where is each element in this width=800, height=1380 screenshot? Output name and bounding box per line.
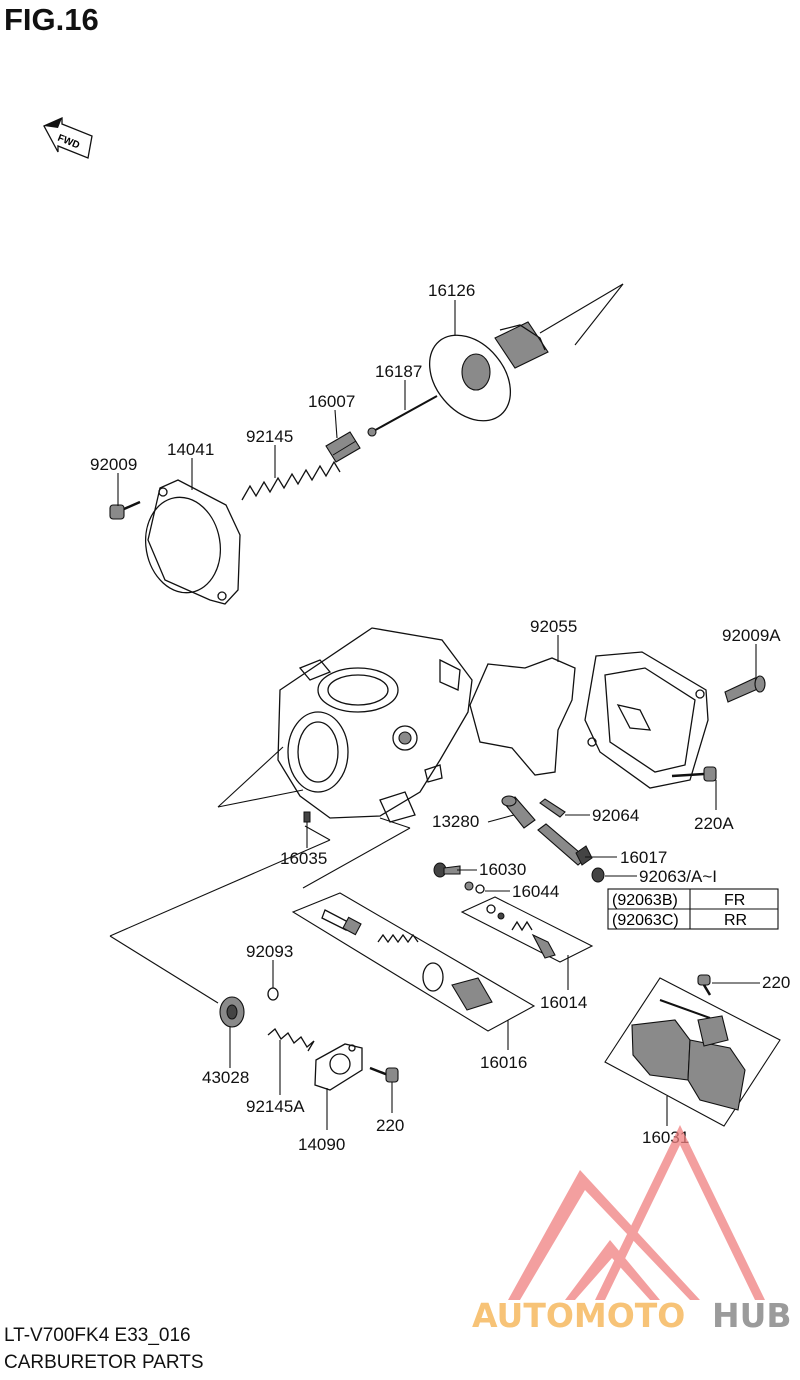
needle-holder-part [325, 431, 361, 463]
float-bowl-part [584, 651, 709, 789]
label-92009a: 92009A [722, 626, 781, 645]
label-leaders [117, 300, 760, 1130]
float-part [604, 977, 781, 1127]
label-13280: 13280 [432, 812, 479, 831]
label-92063: 92063/A~I [639, 867, 717, 886]
small-spring-part [267, 1028, 315, 1052]
jet-needle-part [367, 395, 438, 437]
carburetor-body-part [277, 627, 473, 823]
washer-part [464, 881, 485, 894]
float-valve-kit-part [460, 896, 594, 963]
label-220-right: 220 [762, 973, 790, 992]
adjust-screw-part [433, 862, 461, 878]
float-screw-part [697, 974, 712, 996]
label-16126: 16126 [428, 281, 475, 300]
slide-spring-part [241, 460, 341, 501]
plug-part [303, 811, 311, 823]
top-cover-part [144, 479, 241, 605]
label-16016: 16016 [480, 1053, 527, 1072]
pilot-jet-part [539, 798, 566, 818]
logo-text-automoto: AUTOMOTO [472, 1296, 685, 1335]
body-reference-lines [217, 746, 304, 808]
label-16030: 16030 [479, 860, 526, 879]
fwd-arrow-icon: FWD [43, 116, 93, 159]
label-92145a: 92145A [246, 1097, 305, 1116]
label-16007: 16007 [308, 392, 355, 411]
label-92145: 92145 [246, 427, 293, 446]
label-14041: 14041 [167, 440, 214, 459]
legend-position-rr: RR [724, 912, 747, 929]
figure-title: FIG.16 [4, 2, 99, 37]
bowl-screw-part [724, 675, 766, 703]
assembly-lines [109, 817, 411, 1004]
label-16187: 16187 [375, 362, 422, 381]
label-92055: 92055 [530, 617, 577, 636]
diaphragm-reference-lines [539, 283, 624, 346]
label-16014: 16014 [540, 993, 587, 1012]
label-43028: 43028 [202, 1068, 249, 1087]
label-92009: 92009 [90, 455, 137, 474]
legend-position-fr: FR [724, 892, 745, 909]
legend-code-rr: (92063C) [612, 912, 679, 929]
label-92093: 92093 [246, 942, 293, 961]
float-bowl-gasket-part [469, 657, 576, 776]
cap-part [219, 996, 245, 1028]
screw-part [109, 500, 141, 520]
needle-jet-holder-part [501, 795, 536, 829]
label-220a: 220A [694, 814, 734, 833]
small-screw-part [671, 766, 717, 782]
main-jet-holder-part [537, 823, 593, 866]
main-jet-part [591, 867, 605, 883]
label-16035: 16035 [280, 849, 327, 868]
label-16017: 16017 [620, 848, 667, 867]
model-code: LT-V700FK4 E33_016 [4, 1325, 191, 1346]
cover-part [314, 1043, 363, 1091]
label-220-lower: 220 [376, 1116, 404, 1135]
jet-legend-table: (92063B) FR (92063C) RR [607, 888, 779, 930]
legend-code-fr: (92063B) [612, 892, 678, 909]
starter-plunger-kit-part [291, 892, 536, 1032]
label-14090: 14090 [298, 1135, 345, 1154]
section-title: CARBURETOR PARTS [4, 1352, 204, 1373]
label-16044: 16044 [512, 882, 559, 901]
automotohub-logo: AUTOMOTO HUB [472, 1125, 792, 1335]
logo-text-hub: HUB [712, 1296, 792, 1335]
diaphragm-slide-part [428, 321, 549, 422]
o-ring-part [267, 987, 279, 1001]
cover-screw-part [369, 1066, 399, 1083]
label-92064: 92064 [592, 806, 639, 825]
